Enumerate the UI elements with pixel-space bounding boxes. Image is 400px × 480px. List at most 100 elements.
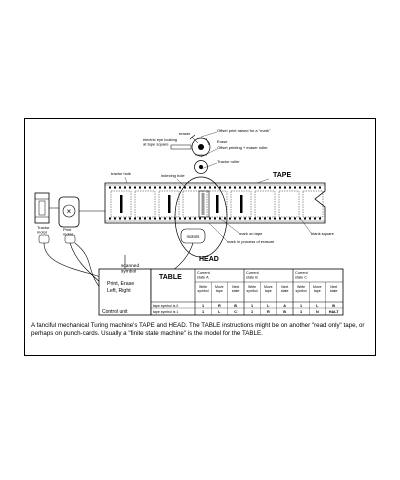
tractor-hole xyxy=(279,217,281,220)
tape-square xyxy=(158,190,180,218)
tape-square xyxy=(134,190,156,218)
table-cell: C xyxy=(234,310,237,314)
tractor-hole xyxy=(314,217,316,220)
tractor-hole xyxy=(254,186,256,189)
erase-label: Erase xyxy=(217,139,228,144)
table-cell: L xyxy=(267,304,270,308)
tractor-hole xyxy=(294,186,296,189)
table-cell: 1 xyxy=(251,310,253,314)
tractor-hole xyxy=(304,217,306,220)
tractor-hole xyxy=(259,186,261,189)
tractor-hole xyxy=(134,217,136,220)
tractor-hole xyxy=(159,217,161,220)
tractor-hole xyxy=(254,217,256,220)
print-rollers xyxy=(170,134,211,174)
tractor-hole xyxy=(224,217,226,220)
tractor-hole xyxy=(239,186,241,189)
tape-mark xyxy=(240,195,243,213)
tractor-hole xyxy=(134,186,136,189)
tractor-hole xyxy=(109,186,111,189)
tractor-hole xyxy=(319,186,321,189)
print-motor: × xyxy=(58,196,105,228)
tape-square xyxy=(254,190,276,218)
table-subcolumns xyxy=(211,282,326,315)
tractor-hole xyxy=(129,186,131,189)
tractor-hole xyxy=(179,217,181,220)
tractor-hole xyxy=(274,217,276,220)
tractor-hole xyxy=(264,186,266,189)
svg-text:×: × xyxy=(67,207,72,216)
print-erase-label: Print, Erase xyxy=(107,281,134,287)
tractor-hole xyxy=(289,217,291,220)
eraser-label: eraser xyxy=(179,131,191,136)
tape-square xyxy=(110,190,132,218)
control-unit-label: Control unit xyxy=(102,309,128,315)
tape xyxy=(104,182,326,224)
mark-erasure-label: mark in process of erasure xyxy=(227,239,275,244)
head-assembly: motors xyxy=(174,176,228,258)
tractor-hole xyxy=(319,217,321,220)
left-right-label: Left, Right xyxy=(107,288,131,294)
tape-mark xyxy=(120,195,123,213)
tractor-hole xyxy=(194,217,196,220)
tractor-hole xyxy=(269,217,271,220)
tractor-hole xyxy=(189,186,191,189)
tractor-hole xyxy=(149,186,151,189)
tractor-hole xyxy=(299,217,301,220)
tractor-hole-label: tractor hole xyxy=(111,171,132,176)
tractor-roller-label: Tractor roller xyxy=(217,159,240,164)
tractor-hole xyxy=(239,217,241,220)
tractor-hole xyxy=(119,186,121,189)
indexing-hole-label: indexing hole xyxy=(161,173,185,178)
tractor-hole xyxy=(244,186,246,189)
tractor-hole xyxy=(149,217,151,220)
tractor-motor xyxy=(34,192,69,224)
tractor-hole xyxy=(249,186,251,189)
tractor-hole xyxy=(204,186,206,189)
tape-squares xyxy=(110,190,324,218)
caption: A fanciful mechanical Turing machine's T… xyxy=(31,322,365,337)
table-cell: N xyxy=(316,310,319,314)
tractor-hole xyxy=(229,186,231,189)
table-cell: R xyxy=(218,304,221,308)
tractor-hole xyxy=(304,186,306,189)
tractor-hole xyxy=(174,186,176,189)
tractor-hole xyxy=(274,186,276,189)
table-cell: 1 xyxy=(202,304,204,308)
tractor-hole xyxy=(314,186,316,189)
tape-label: TAPE xyxy=(273,172,291,179)
tractor-hole xyxy=(164,186,166,189)
tractor-hole xyxy=(109,217,111,220)
tape-square xyxy=(230,190,252,218)
tractor-hole xyxy=(199,217,201,220)
table-cell: HALT xyxy=(329,310,340,314)
tractor-hole xyxy=(164,217,166,220)
tractor-hole xyxy=(264,217,266,220)
tractor-hole xyxy=(179,186,181,189)
table-cell: 1 xyxy=(300,304,302,308)
tractor-hole xyxy=(119,217,121,220)
tractor-hole xyxy=(154,217,156,220)
tractor-hole xyxy=(244,217,246,220)
tractor-hole xyxy=(269,186,271,189)
tractor-hole xyxy=(129,217,131,220)
table-row-label: tape symbol is 0 xyxy=(153,304,178,308)
table-cell: 1 xyxy=(251,304,253,308)
table-cell: B xyxy=(283,310,286,314)
tractor-hole xyxy=(159,186,161,189)
tractor-hole xyxy=(199,186,201,189)
tape-square xyxy=(278,190,300,218)
